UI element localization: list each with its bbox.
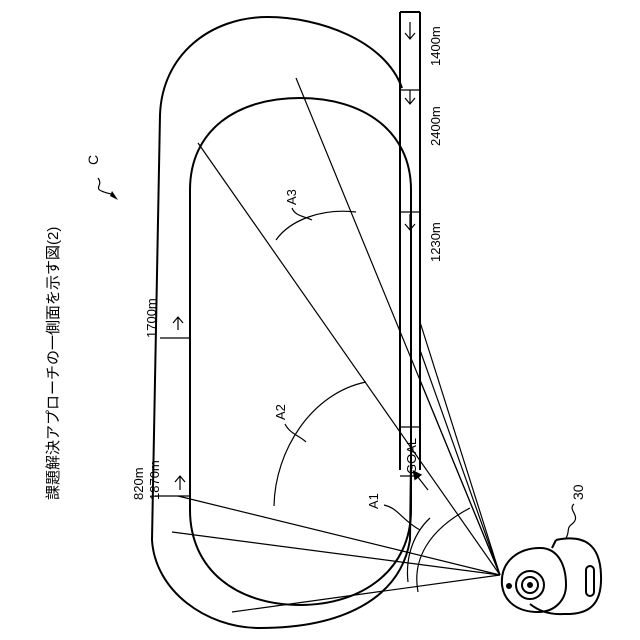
down-arrow-icon [405, 90, 415, 104]
up-arrow-icon [175, 476, 185, 490]
up-arrow-icon [173, 317, 183, 330]
down-arrow-icon [405, 22, 415, 39]
camera-sight-lines [172, 78, 500, 612]
marker-1700 [160, 317, 190, 338]
camera-device [502, 538, 601, 614]
area-a3-leader [292, 208, 312, 220]
marker-1230 [400, 212, 420, 230]
course-ref-label: C [85, 155, 101, 165]
distance-label-2400m: 2400m [428, 106, 443, 146]
distance-label-1700m: 1700m [144, 298, 159, 338]
figure-title: 課題解決アプローチの一側面を示す図(2) [45, 227, 62, 500]
area-a3-arc [276, 211, 356, 240]
area-a3-label: A3 [284, 189, 299, 205]
course-ref-arrowhead [110, 191, 118, 200]
distance-label-1400m: 1400m [428, 26, 443, 66]
distance-label-1870m: 1870m [147, 460, 162, 500]
inner-track [190, 98, 411, 605]
area-a1-label: A1 [366, 493, 381, 509]
distance-label-1230m: 1230m [428, 222, 443, 262]
area-a2-label: A2 [273, 404, 288, 420]
area-a1-leader [384, 505, 420, 530]
area-a2-arc [274, 382, 366, 506]
camera-ref-label: 30 [570, 484, 586, 500]
distance-label-820m: 820m [131, 467, 146, 500]
camera-ref-leader [566, 504, 576, 538]
goal-pointer-arrow [414, 472, 428, 490]
marker-1400 [400, 22, 420, 104]
down-arrow-icon [405, 214, 415, 230]
